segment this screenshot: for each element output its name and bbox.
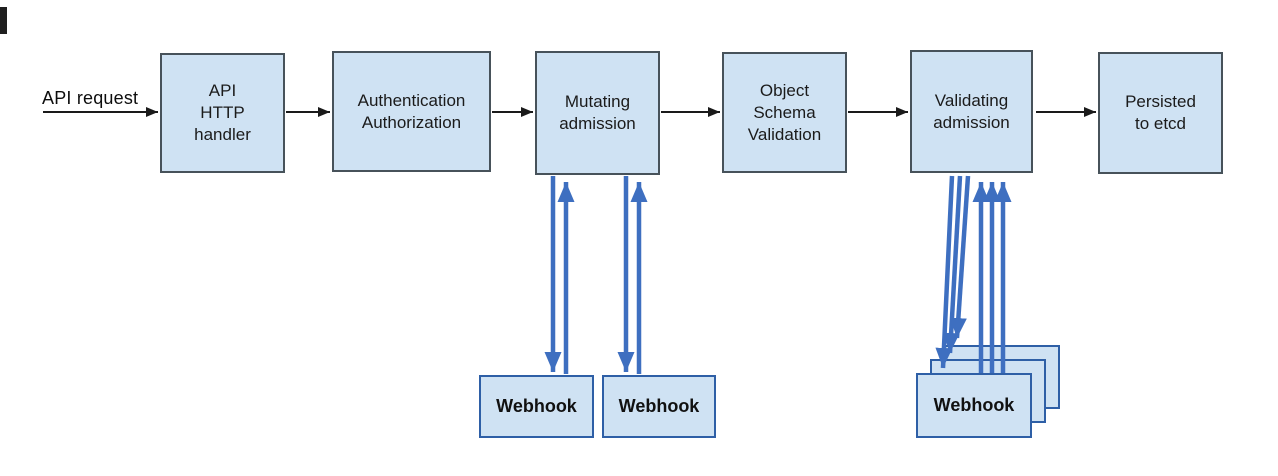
webhook-box-mutating-1: Webhook xyxy=(479,375,594,438)
arrow-validating-to-webhooks-down-1 xyxy=(935,175,955,369)
flow-box-api-http-handler: API HTTP handler xyxy=(160,53,285,173)
flow-box-persisted-to-etcd: Persisted to etcd xyxy=(1098,52,1223,174)
flow-box-label: Authentication Authorization xyxy=(357,90,466,132)
webhook-label: Webhook xyxy=(618,396,700,416)
webhook-label: Webhook xyxy=(933,395,1015,415)
webhook-box-mutating-2: Webhook xyxy=(602,375,716,438)
webhook-label: Webhook xyxy=(496,396,577,416)
flow-box-label: Mutating admission xyxy=(559,92,636,133)
flow-box-validating-admission: Validating admission xyxy=(910,50,1033,173)
flow-box-label: Validating admission xyxy=(933,90,1010,132)
flow-box-label: Persisted to etcd xyxy=(1125,92,1196,133)
flow-box-authentication-authorization: Authentication Authorization xyxy=(332,51,491,172)
api-request-label: API request xyxy=(42,88,139,108)
flow-box-mutating-admission: Mutating admission xyxy=(535,51,660,175)
flow-box-label: Object Schema Validation xyxy=(747,80,822,144)
flow-box-object-schema-validation: Object Schema Validation xyxy=(722,52,847,173)
arrow-validating-to-webhooks-down-3 xyxy=(949,175,971,339)
flow-box-label: API HTTP handler xyxy=(194,81,251,144)
webhook-box-validating-front: Webhook xyxy=(916,373,1032,438)
screen-edge-artifact xyxy=(0,7,7,34)
arrow-validating-to-webhooks-down-2 xyxy=(942,175,963,354)
